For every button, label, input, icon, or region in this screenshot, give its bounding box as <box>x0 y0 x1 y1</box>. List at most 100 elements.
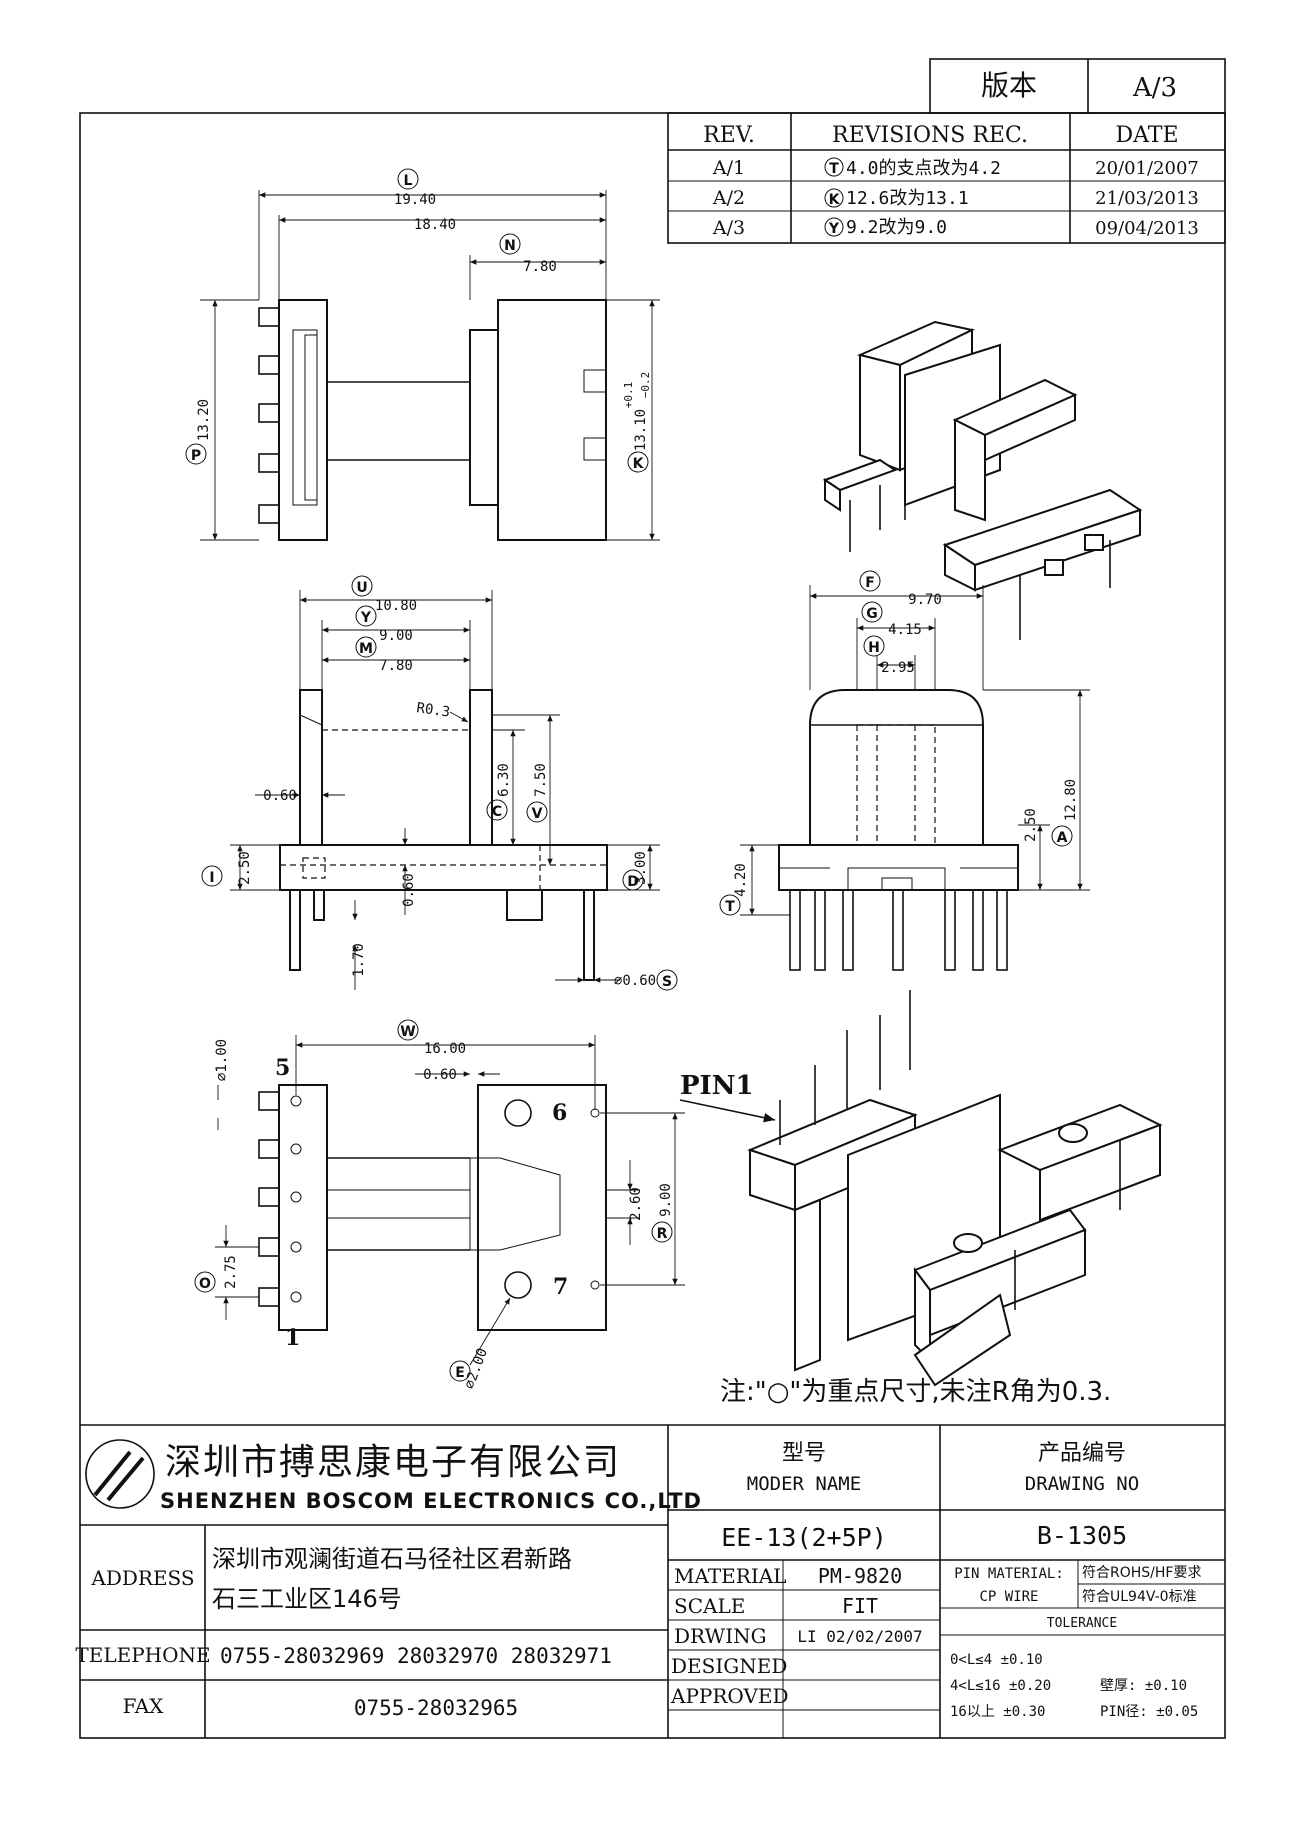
iso-view-top <box>822 320 1143 640</box>
fax-label: FAX <box>123 1694 165 1718</box>
mark-M: M <box>359 641 373 657</box>
rev-cell: A/1 <box>712 157 745 179</box>
top-view: 19.40 L 18.40 7.80 N 13.20 P 13.10 +0.1 … <box>185 168 660 541</box>
dim-M: 7.80 <box>379 658 413 674</box>
scale-value: FIT <box>842 1594 878 1618</box>
model-value: EE-13(2+5P) <box>721 1523 887 1552</box>
dim-U: 10.80 <box>375 598 417 614</box>
version-box: 版本 A/3 <box>929 58 1226 114</box>
version-value: A/3 <box>1132 73 1177 103</box>
dim-A: 12.80 <box>1063 779 1079 821</box>
dim-R1: 2.60 <box>628 1187 644 1221</box>
drawing-label-en: DRAWING NO <box>1025 1473 1139 1495</box>
pin-1-label: 1 <box>285 1325 300 1351</box>
drawing-by-label: DRWING <box>674 1624 767 1648</box>
revisions-header: REVISIONS REC. <box>832 123 1028 148</box>
mark-E: E <box>455 1365 465 1381</box>
rev-mark: T <box>829 161 839 177</box>
cp-wire-label: CP WIRE <box>979 1589 1038 1605</box>
dim-R2: 9.00 <box>658 1183 674 1217</box>
date-header: DATE <box>1115 123 1178 148</box>
approved-label: APPROVED <box>670 1684 789 1708</box>
tolerance-label: TOLERANCE <box>1047 1616 1117 1631</box>
mark-T: T <box>725 899 735 915</box>
dim-F: 9.70 <box>908 592 942 608</box>
pin-7-label: 7 <box>553 1274 568 1300</box>
dim-H: 2.95 <box>881 660 915 676</box>
cp-wire-value: 符合UL94V-0标准 <box>1082 1589 1197 1605</box>
mark-G: G <box>866 606 878 622</box>
material-label: MATERIAL <box>674 1564 786 1588</box>
dim-R03: R0.3 <box>415 700 451 721</box>
dim-N: 7.80 <box>523 259 557 275</box>
mark-Y: Y <box>360 610 372 626</box>
dim-S: ⌀0.60 <box>614 973 656 989</box>
rev-date: 21/03/2013 <box>1095 188 1199 209</box>
dim-pin-dia: ⌀1.00 <box>214 1039 230 1081</box>
dim-base: 0.60 <box>401 873 417 907</box>
designed-label: DESIGNED <box>671 1654 787 1678</box>
mark-O: O <box>199 1276 211 1292</box>
table-row: A/3 Y 9.2改为9.0 09/04/2013 <box>712 217 1199 239</box>
company-name-cn: 深圳市搏思康电子有限公司 <box>165 1442 621 1483</box>
rev-date: 09/04/2013 <box>1095 218 1199 239</box>
version-label: 版本 <box>981 69 1037 102</box>
rev-cell: A/3 <box>712 217 745 239</box>
dim-T: 4.20 <box>733 863 749 897</box>
dim-Y: 9.00 <box>379 628 413 644</box>
dim-pin: 1.70 <box>351 943 367 977</box>
mark-F: F <box>865 575 875 591</box>
mark-D: D <box>627 874 639 890</box>
mark-A: A <box>1057 830 1068 846</box>
rev-desc: 9.2改为9.0 <box>846 217 947 238</box>
scale-label: SCALE <box>674 1594 745 1618</box>
dim-E: ⌀2.00 <box>462 1346 491 1391</box>
wall-tolerance: 壁厚: ±0.10 <box>1100 1678 1187 1694</box>
dim-D: 3.00 <box>633 851 649 885</box>
pin-tolerance: PIN径: ±0.05 <box>1100 1704 1198 1720</box>
dim-O: 2.75 <box>223 1255 239 1289</box>
mark-P: P <box>191 448 201 464</box>
dim-total2: 18.40 <box>414 217 456 233</box>
table-row: A/1 T 4.0的支点改为4.2 20/01/2007 <box>712 157 1199 179</box>
address-label: ADDRESS <box>90 1566 194 1590</box>
dim-I: 2.50 <box>237 851 253 885</box>
tolerance-row-3: 16以上 ±0.30 <box>950 1704 1045 1720</box>
rev-mark: Y <box>828 221 840 237</box>
dim-wall: 0.60 <box>263 788 297 804</box>
dim-L: 19.40 <box>394 192 436 208</box>
dim-K: 13.10 <box>633 409 649 451</box>
address-line1: 深圳市观澜街道石马径社区君新路 <box>212 1545 572 1573</box>
pin-6-label: 6 <box>552 1100 567 1126</box>
mark-N: N <box>504 238 516 254</box>
pin-material-value: 符合ROHS/HF要求 <box>1082 1565 1201 1581</box>
mark-L: L <box>404 173 413 189</box>
dim-V: 7.50 <box>533 763 549 797</box>
rev-date: 20/01/2007 <box>1095 158 1199 179</box>
mark-C: C <box>492 804 502 820</box>
iso-view-bottom: PIN1 <box>679 990 1163 1387</box>
mark-I: I <box>209 870 214 886</box>
mark-S: S <box>662 974 672 990</box>
telephone-value: 0755-28032969 28032970 28032971 <box>220 1644 612 1668</box>
drawing-no-value: B-1305 <box>1037 1521 1127 1550</box>
dim-C: 6.30 <box>496 763 512 797</box>
model-label-en: MODER NAME <box>747 1473 861 1495</box>
title-block: 深圳市搏思康电子有限公司 SHENZHEN BOSCOM ELECTRONICS… <box>75 1424 1225 1738</box>
material-value: PM-9820 <box>818 1564 902 1588</box>
dim-K-tol-plus: +0.1 <box>622 382 635 409</box>
mark-W: W <box>400 1024 415 1040</box>
mark-R: R <box>657 1226 668 1242</box>
model-label-cn: 型号 <box>782 1441 826 1466</box>
dim-wall-bottom: 0.60 <box>423 1067 457 1083</box>
table-row: A/2 K 12.6改为13.1 21/03/2013 <box>712 187 1199 209</box>
rev-desc: 4.0的支点改为4.2 <box>846 158 1001 179</box>
pin-material-label: PIN MATERIAL: <box>954 1566 1064 1582</box>
side-view: 9.70 F 4.15 G 2.95 H 12.80 A 2.50 4.20 T <box>719 570 1090 971</box>
rev-desc: 12.6改为13.1 <box>846 188 969 209</box>
rev-header: REV. <box>703 123 755 148</box>
drawing-label-cn: 产品编号 <box>1038 1441 1126 1466</box>
dim-P: 13.20 <box>196 399 212 441</box>
front-view: 10.80 U 9.00 Y 7.80 M R0.3 0.60 6.30 C 7… <box>201 575 678 991</box>
